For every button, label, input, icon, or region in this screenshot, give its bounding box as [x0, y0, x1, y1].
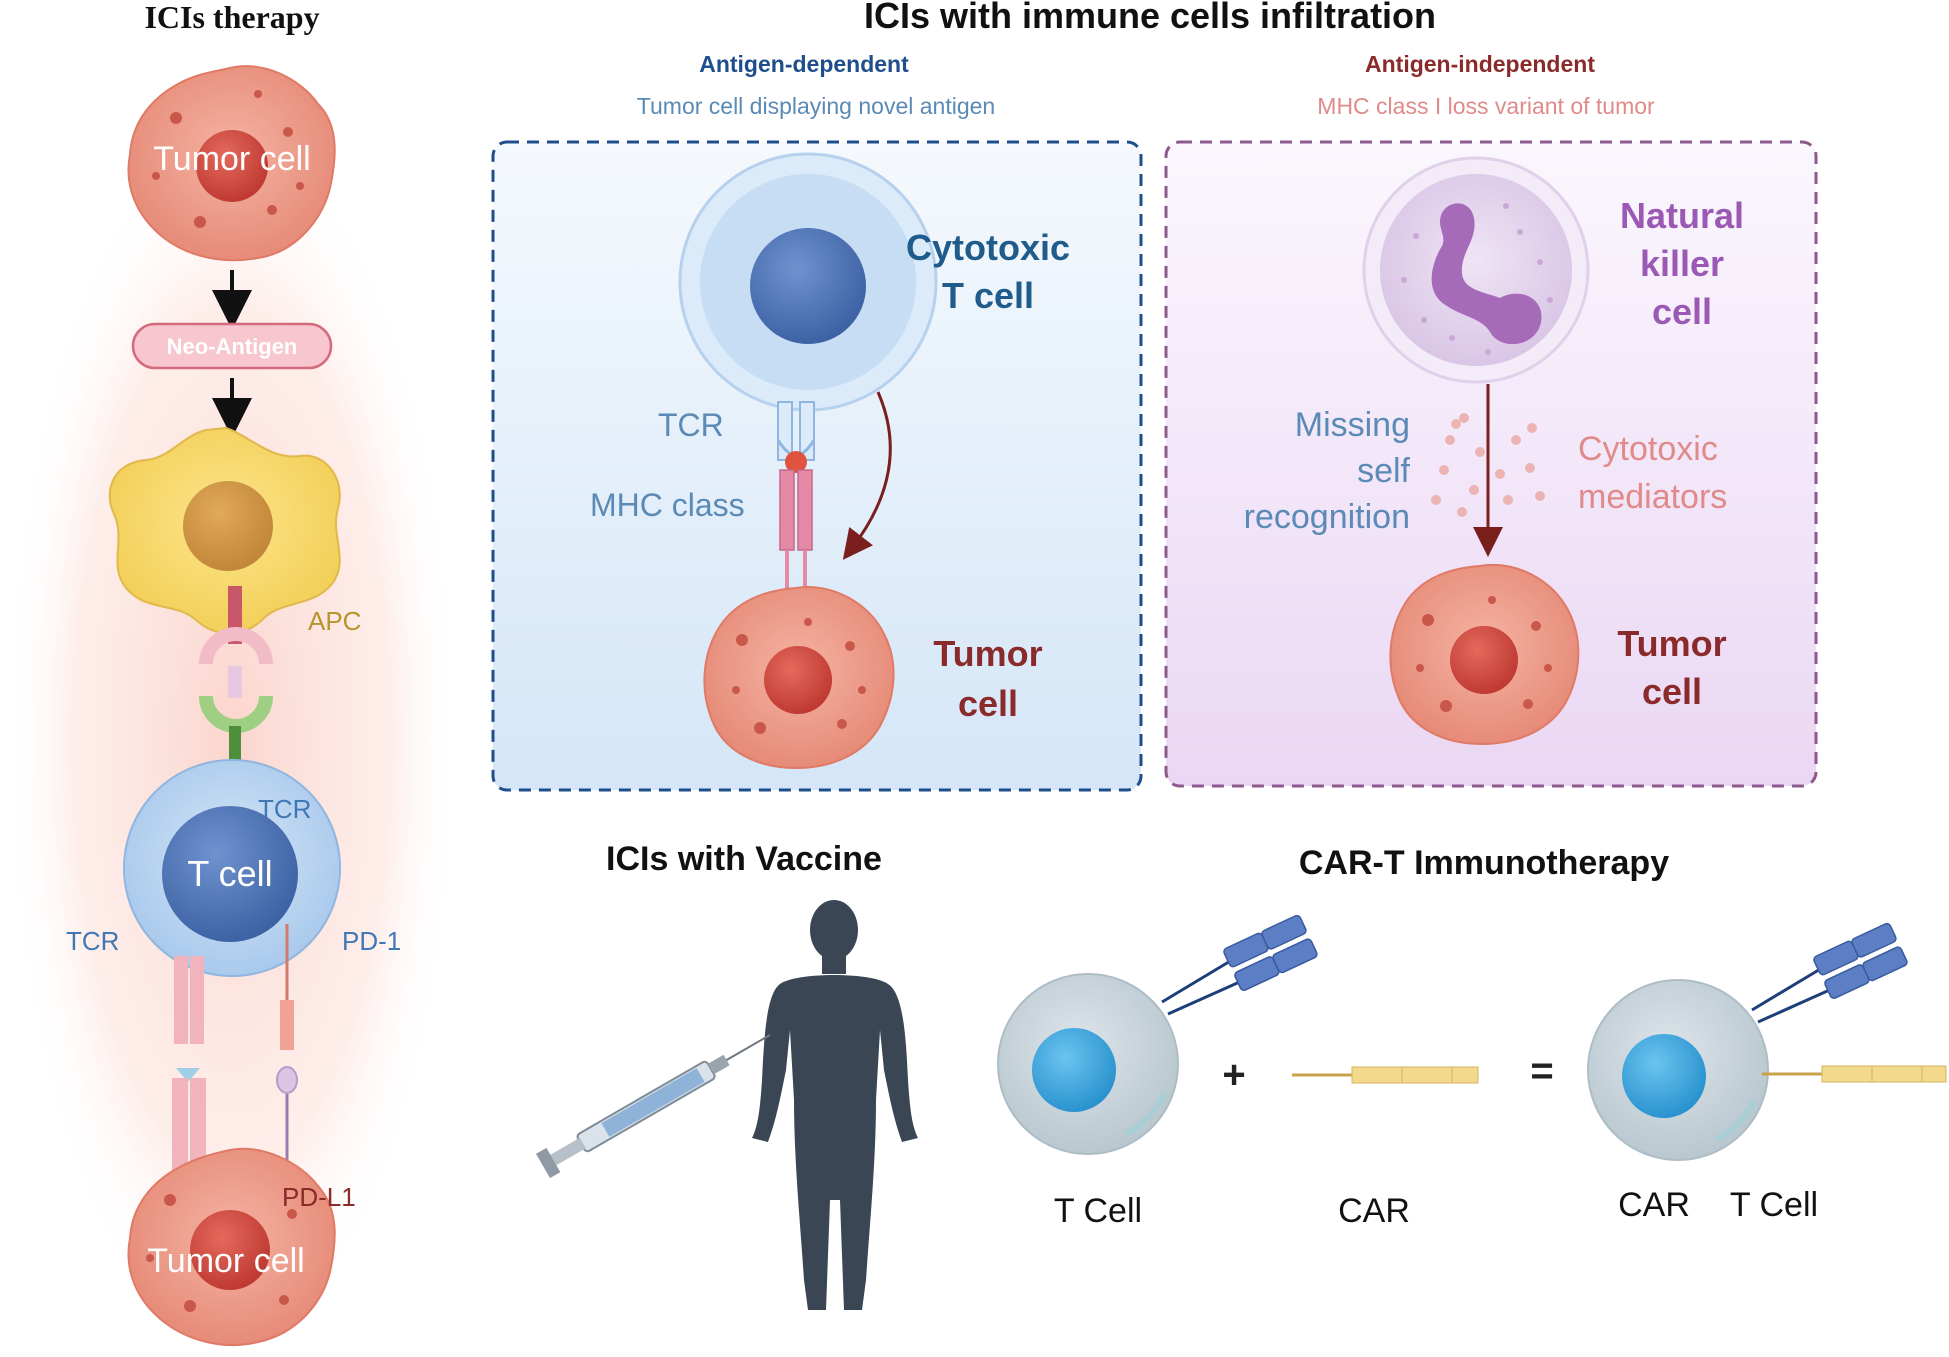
missing-self-text: Missing self recognition — [1244, 406, 1411, 536]
car-t-panel: CAR-T Immunotherapy T Cell + CAR — [997, 844, 1947, 1230]
tumor-independent-label-line2: cell — [1642, 671, 1702, 712]
tumor-cell-top-label: Tumor cell — [153, 140, 310, 178]
pd1-pdl1-pair — [276, 924, 298, 1176]
tumor-cell-independent: Tumor cell — [1389, 563, 1727, 746]
antibody-receptor-1 — [1161, 914, 1318, 1016]
neo-antigen-pill: Neo-Antigen — [131, 322, 333, 370]
pdl1-label: PD-L1 — [282, 1182, 356, 1212]
antigen-dependent-box — [491, 140, 1143, 792]
tcr-mhc-complex — [776, 401, 816, 608]
tumor-dependent-label-line1: Tumor — [933, 633, 1042, 674]
car-label: CAR — [1338, 1192, 1410, 1230]
missing-line2: self — [1357, 452, 1410, 490]
missing-line3: recognition — [1244, 498, 1410, 536]
nk-cell: Natural killer cell — [1362, 156, 1744, 384]
vaccine-title: ICIs with Vaccine — [606, 840, 882, 878]
cytotoxic-t-cell-label-line1: Cytotoxic — [906, 227, 1070, 268]
mediators-line1: Cytotoxic — [1578, 430, 1718, 468]
neo-antigen-label: Neo-Antigen — [167, 334, 298, 359]
car-construct: CAR — [1292, 1066, 1479, 1230]
nk-label-line1: Natural — [1620, 195, 1744, 236]
apc-cell: APC — [108, 426, 361, 636]
antigen-dependent-subheading: Tumor cell displaying novel antigen — [637, 93, 995, 119]
antibody-receptor-2 — [1751, 922, 1908, 1024]
mediator-dots — [1431, 413, 1545, 517]
missing-line1: Missing — [1295, 406, 1410, 444]
tumor-cell-dependent: Tumor cell — [703, 586, 1043, 770]
antigen-independent-panel: Antigen-independent MHC class I loss var… — [1164, 51, 1818, 788]
car-t-cell: CAR T Cell — [1587, 922, 1947, 1224]
antigen-independent-subheading: MHC class I loss variant of tumor — [1317, 93, 1655, 119]
pd1-label: PD-1 — [342, 926, 401, 956]
cytotoxic-t-cell: Cytotoxic T cell — [678, 152, 1070, 412]
infiltration-title: ICIs with immune cells infiltration — [864, 0, 1436, 36]
left-panel: ICIs therapy Tumor cell Neo-Antigen APC — [4, 0, 460, 1357]
left-panel-title: ICIs therapy — [144, 0, 319, 35]
killing-arrow-dependent — [842, 391, 892, 560]
plus-sign: + — [1222, 1053, 1245, 1097]
car-t-title: CAR-T Immunotherapy — [1299, 844, 1669, 882]
t-cell-label: T cell — [187, 853, 272, 894]
tumor-cell-bottom-label: Tumor cell — [147, 1242, 304, 1280]
equals-sign: = — [1530, 1049, 1553, 1093]
antigen-independent-box — [1164, 140, 1818, 788]
t-cell-grey: T Cell — [997, 973, 1179, 1230]
cytotoxic-t-cell-label-line2: T cell — [942, 275, 1034, 316]
mhc-class-label: MHC class — [590, 487, 745, 523]
mediators-line2: mediators — [1578, 478, 1727, 516]
tcr-receptor-left — [172, 956, 206, 1174]
tcr-right-label: TCR — [258, 794, 311, 824]
car-t-tcell-label: T Cell — [1730, 1186, 1818, 1224]
apc-label: APC — [308, 606, 361, 636]
antigen-dependent-panel: Antigen-dependent Tumor cell displaying … — [491, 51, 1143, 792]
human-figure — [752, 900, 918, 1310]
antigen-independent-heading: Antigen-independent — [1365, 51, 1595, 77]
t-cell-label-cart: T Cell — [1054, 1192, 1142, 1230]
tcr-left-label: TCR — [66, 926, 119, 956]
t-cell-left: T cell TCR — [123, 759, 341, 977]
tumor-dependent-label-line2: cell — [958, 683, 1018, 724]
nk-label-line2: killer — [1640, 243, 1724, 284]
antigen-dependent-heading: Antigen-dependent — [699, 51, 909, 77]
tumor-cell-top: Tumor cell — [127, 65, 336, 262]
car-t-car-label: CAR — [1618, 1186, 1690, 1224]
tcr-label-dependent: TCR — [658, 407, 724, 443]
syringe-icon — [536, 1034, 771, 1179]
nk-label-line3: cell — [1652, 291, 1712, 332]
tumor-independent-label-line1: Tumor — [1617, 623, 1726, 664]
tumor-cell-bottom: PD-L1 Tumor cell — [127, 1147, 356, 1347]
vaccine-panel: ICIs with Vaccine — [536, 840, 918, 1310]
